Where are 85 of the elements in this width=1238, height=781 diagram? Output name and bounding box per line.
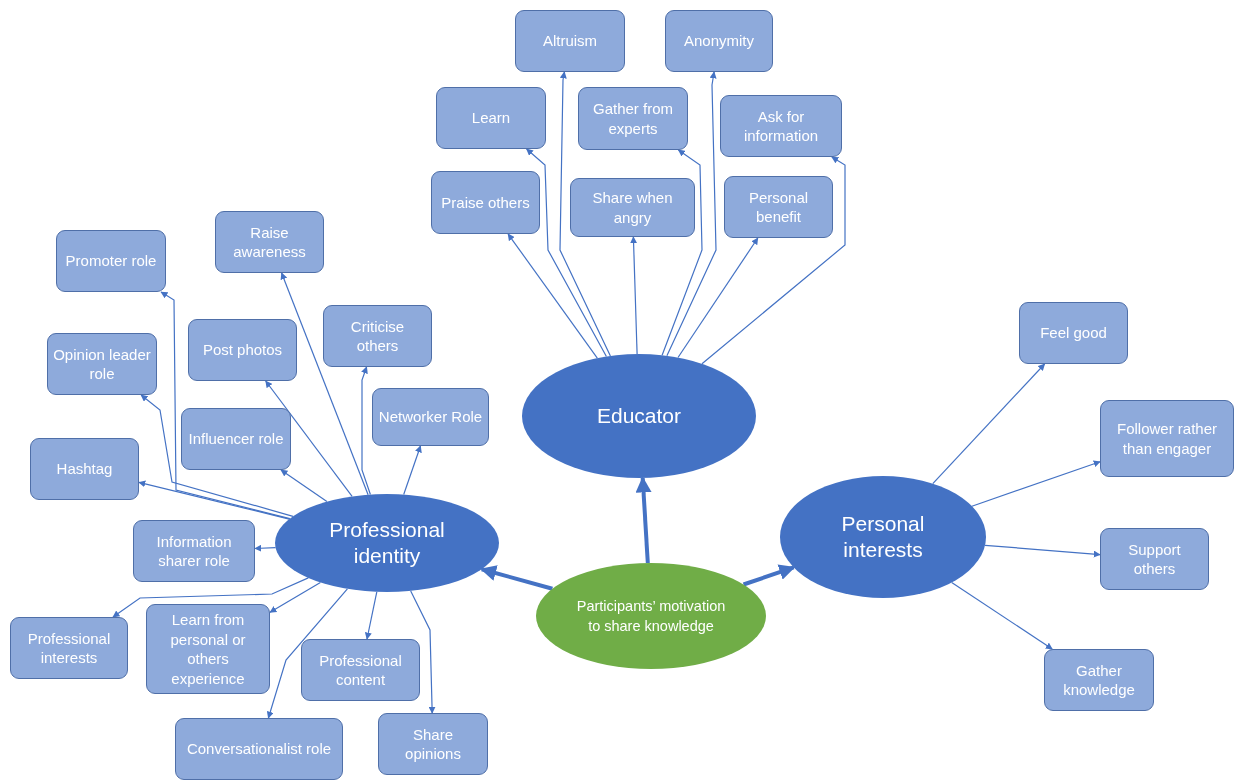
arrow bbox=[254, 544, 277, 552]
topic-box bbox=[1100, 528, 1209, 590]
topic-box bbox=[570, 178, 695, 237]
arrow bbox=[661, 149, 703, 356]
arrow bbox=[361, 366, 371, 496]
arrow bbox=[403, 445, 422, 496]
topic-label: Learn bbox=[471, 108, 511, 128]
topic-box bbox=[436, 87, 546, 149]
topic-box bbox=[47, 333, 157, 395]
topic-box bbox=[720, 95, 842, 157]
topic-label: Learn from personal or others experience bbox=[169, 610, 247, 688]
topic-box bbox=[10, 617, 128, 679]
arrow bbox=[140, 394, 294, 517]
arrow bbox=[559, 71, 611, 357]
topic-label: Praise others bbox=[441, 192, 530, 213]
topic-label: Post photos bbox=[202, 340, 283, 360]
arrow bbox=[526, 148, 607, 358]
topic-label: Altruism bbox=[542, 31, 598, 51]
topic-box bbox=[1100, 400, 1234, 477]
theme-label: Professional identity bbox=[328, 516, 446, 569]
topic-box bbox=[146, 604, 270, 694]
topic-box bbox=[56, 230, 166, 292]
topic-box bbox=[215, 211, 324, 273]
topic-label: Share opinions bbox=[404, 724, 462, 764]
arrow bbox=[932, 363, 1046, 485]
arrow bbox=[984, 544, 1101, 558]
topic-label: Feel good bbox=[1040, 323, 1107, 343]
arrow bbox=[138, 480, 290, 520]
topic-label: Professional content bbox=[318, 650, 403, 690]
topic-label: Influencer role bbox=[188, 429, 284, 449]
topic-label: Ask for information bbox=[742, 106, 820, 146]
topic-label: Promoter role bbox=[65, 251, 157, 271]
arrow bbox=[480, 565, 553, 591]
topic-box bbox=[431, 171, 540, 234]
topic-box bbox=[1044, 649, 1154, 711]
topic-box bbox=[30, 438, 139, 500]
topic-box bbox=[133, 520, 255, 582]
topic-label: Networker Role bbox=[378, 407, 483, 427]
arrow bbox=[630, 236, 638, 355]
arrow bbox=[280, 272, 369, 496]
topic-label: Share when angry bbox=[591, 188, 674, 227]
topic-label: Personal benefit bbox=[747, 187, 810, 227]
topic-box bbox=[175, 718, 343, 780]
topic-box bbox=[724, 176, 833, 238]
topic-box bbox=[1019, 302, 1128, 364]
topic-label: Criticise others bbox=[349, 316, 406, 356]
arrow bbox=[269, 581, 321, 613]
arrow bbox=[265, 380, 353, 497]
theme-label: Personal interests bbox=[840, 510, 926, 563]
topic-box bbox=[323, 305, 432, 367]
topic-box bbox=[372, 388, 489, 446]
topic-label: Raise awareness bbox=[232, 222, 307, 262]
arrow bbox=[951, 581, 1053, 650]
topic-label: Conversationalist role bbox=[186, 739, 332, 759]
arrow bbox=[160, 291, 291, 520]
topic-label: Anonymity bbox=[684, 31, 754, 51]
topic-label: Gather knowledge bbox=[1062, 660, 1136, 700]
arrow bbox=[677, 237, 759, 359]
topic-label: Follower rather than engager bbox=[1115, 419, 1218, 458]
topic-label: Information sharer role bbox=[155, 531, 233, 571]
arrow bbox=[635, 476, 652, 564]
topic-label: Support others bbox=[1127, 539, 1182, 579]
arrow bbox=[364, 591, 378, 640]
arrow bbox=[280, 469, 328, 503]
topic-box bbox=[378, 713, 488, 775]
arrow bbox=[112, 577, 309, 618]
topic-box bbox=[665, 10, 773, 72]
arrow bbox=[666, 71, 717, 357]
arrow bbox=[266, 588, 348, 719]
topic-label: Opinion leader role bbox=[53, 344, 151, 384]
topic-label: Hashtag bbox=[56, 459, 113, 479]
theme-label: Educator bbox=[596, 402, 682, 429]
topic-box bbox=[578, 87, 688, 150]
topic-box bbox=[181, 408, 291, 470]
topic-label: Professional interests bbox=[26, 628, 112, 668]
arrow bbox=[701, 156, 846, 365]
arrow bbox=[742, 564, 796, 587]
arrow bbox=[971, 460, 1101, 507]
topic-box bbox=[188, 319, 297, 381]
topic-box bbox=[301, 639, 420, 701]
topic-label: Gather from experts bbox=[592, 99, 674, 138]
arrow bbox=[410, 590, 436, 714]
theme-label: Participants’ motivation to share knowledge bbox=[575, 596, 727, 636]
topic-box bbox=[515, 10, 625, 72]
arrow bbox=[507, 233, 598, 359]
